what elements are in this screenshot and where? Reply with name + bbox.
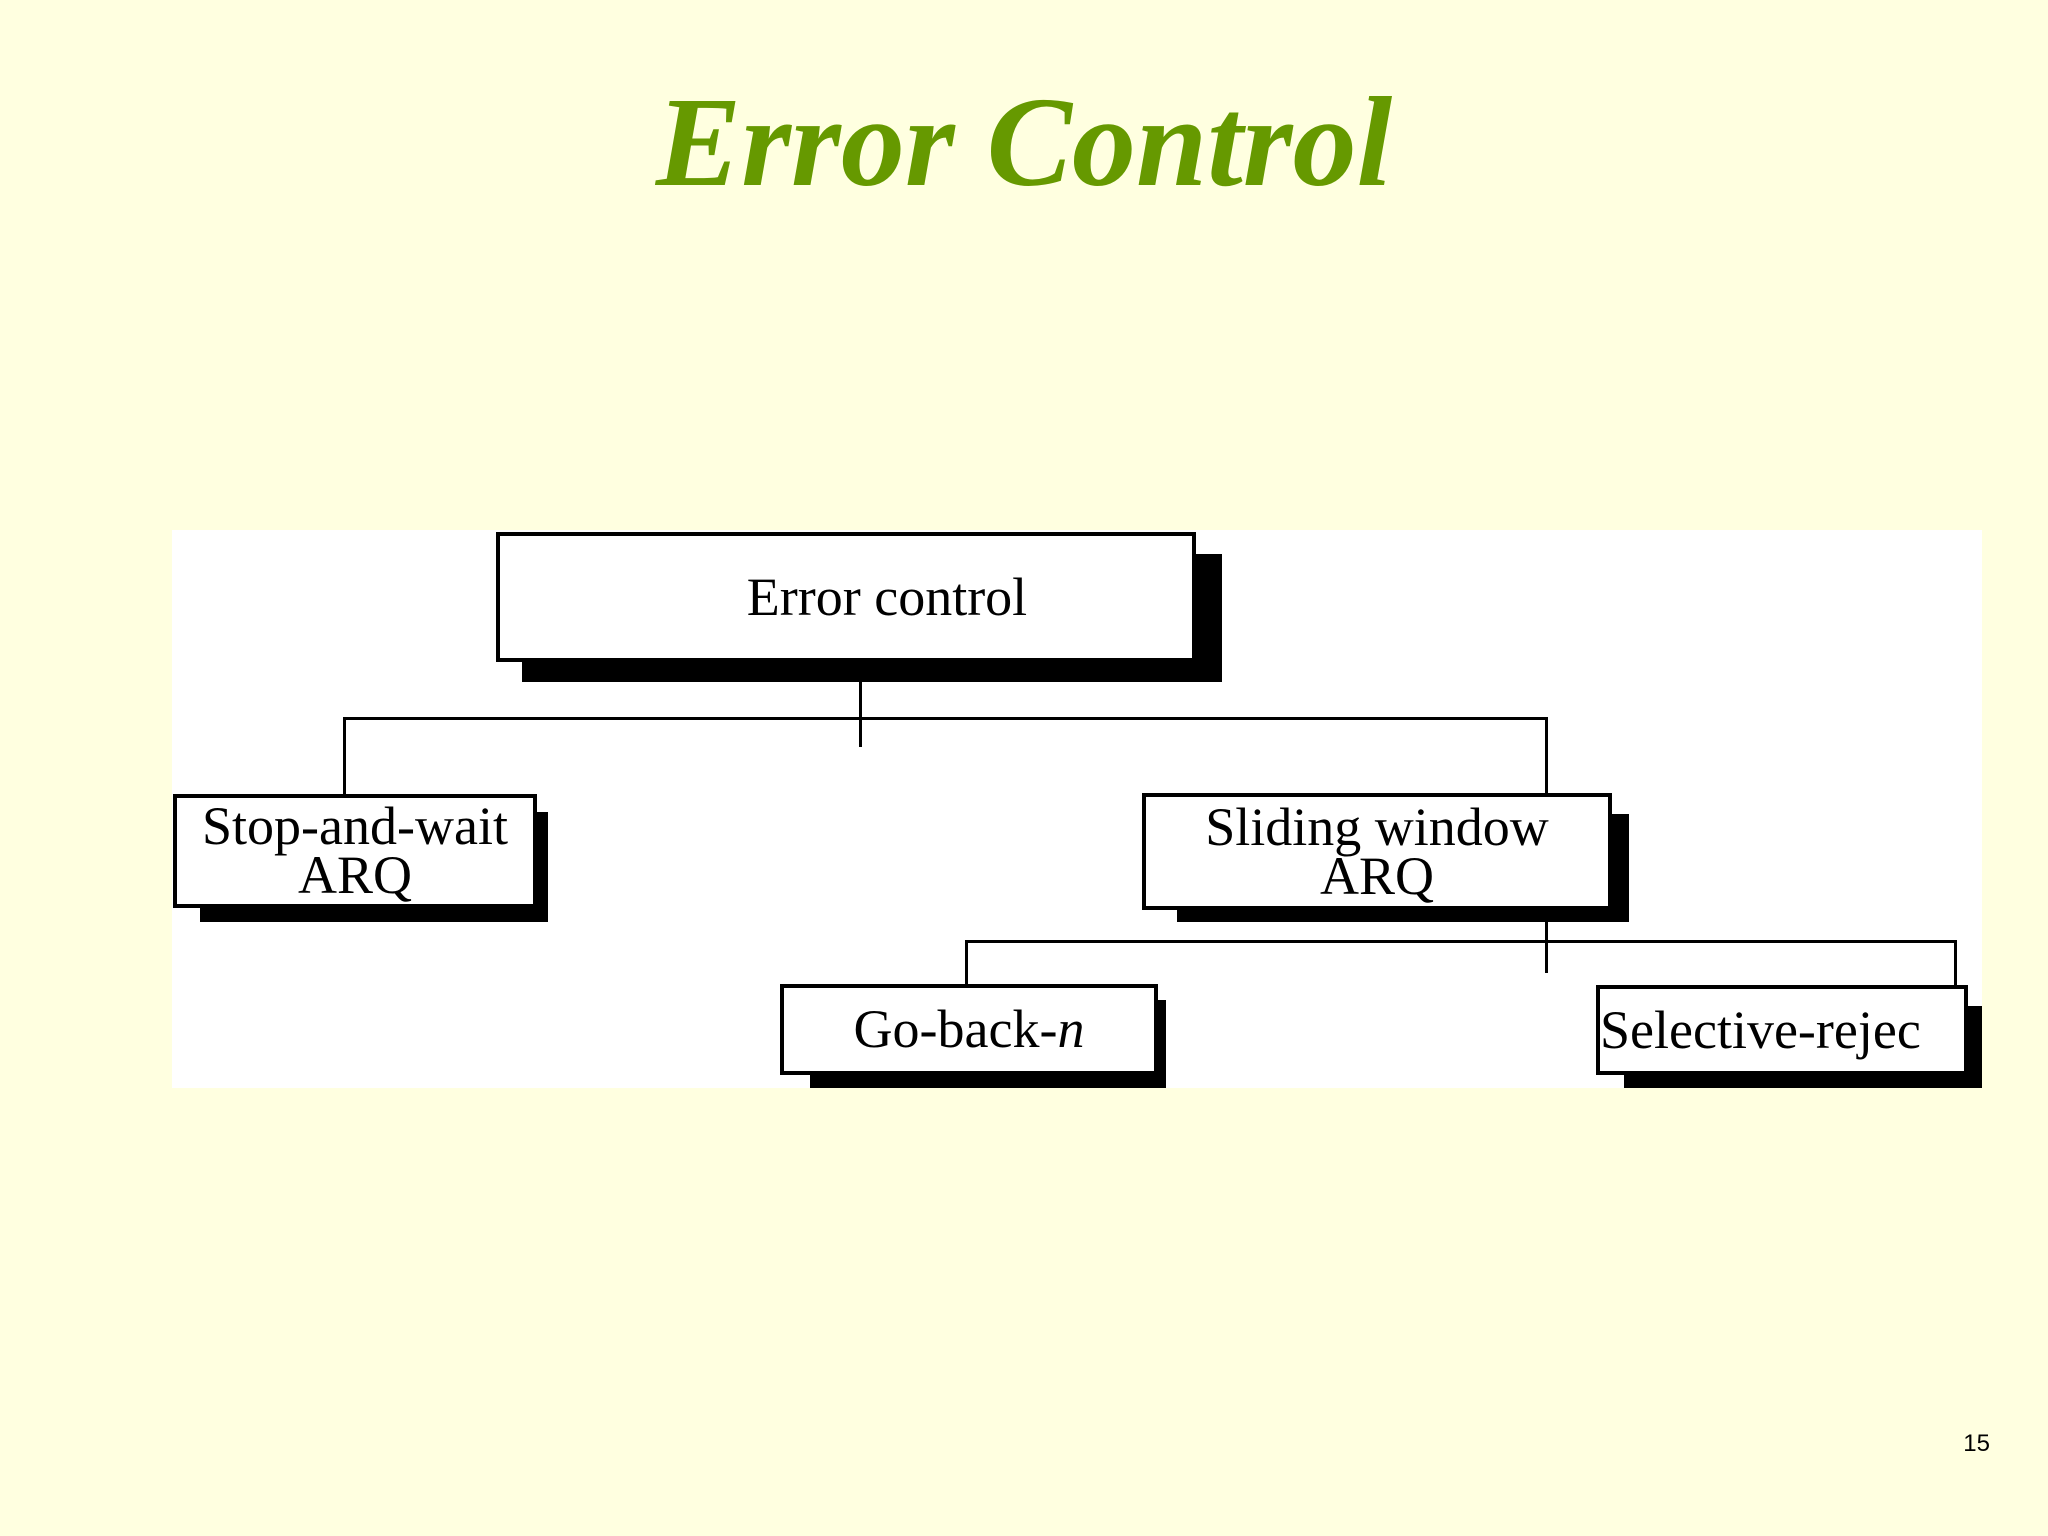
slide-title: Error Control <box>655 71 1393 213</box>
left-child-drop-connector <box>343 717 346 795</box>
right-child-stem-connector <box>1545 886 1548 973</box>
grandchild-left-drop-connector <box>965 940 968 986</box>
page-number: 15 <box>1963 1430 1990 1457</box>
root-node: Error control <box>496 532 1196 662</box>
grandchild-right-node: Selective-rejec <box>1596 985 1968 1075</box>
level1-bar-connector <box>343 717 1548 720</box>
tree-diagram: Error control Stop-and-wait ARQ Sliding … <box>172 530 1982 1088</box>
grandchild-right-label: Selective-rejec <box>1600 999 1921 1060</box>
root-stem-connector <box>859 672 862 747</box>
right-child-line1: Sliding window <box>1205 796 1549 857</box>
grandchild-left-label-italic: n <box>1057 999 1085 1060</box>
grandchild-left-label: Go-back-n <box>854 1002 1085 1056</box>
grandchild-left-node: Go-back-n <box>780 984 1158 1075</box>
root-node-label: Error control <box>746 566 1028 627</box>
left-child-node: Stop-and-wait ARQ <box>173 794 537 908</box>
grandchild-right-drop-connector <box>1954 940 1957 986</box>
right-child-line2: ARQ <box>1319 845 1434 906</box>
grandchild-left-label-main: Go-back- <box>853 999 1058 1060</box>
left-child-line1: Stop-and-wait <box>202 796 508 857</box>
left-child-line2: ARQ <box>297 845 412 905</box>
level2-bar-connector <box>965 940 1957 943</box>
right-child-drop-connector <box>1545 717 1548 795</box>
right-child-node: Sliding window ARQ <box>1142 793 1612 910</box>
